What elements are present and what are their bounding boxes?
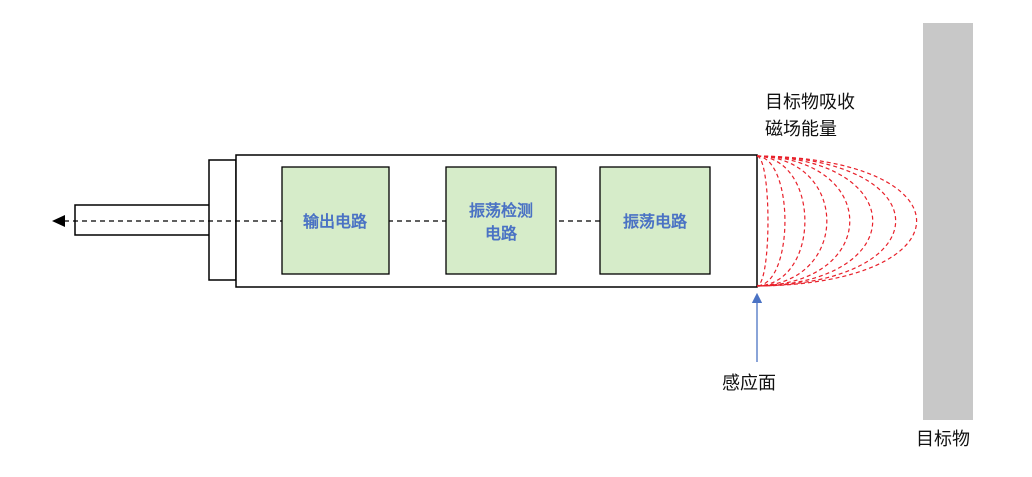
oscillation-detection-box [445, 166, 557, 275]
signal-arrowhead [52, 215, 65, 227]
field-line-1 [756, 155, 769, 287]
oscillation-detection-label-line1: 振荡检测 [469, 201, 533, 220]
field-line-8 [756, 155, 918, 287]
oscillation-circuit-block: 振荡电路 [599, 166, 711, 275]
field-line-7 [756, 155, 896, 287]
oscillation-circuit-label: 振荡电路 [623, 212, 688, 231]
output-circuit-label: 输出电路 [303, 212, 368, 231]
oscillation-circuit-box [599, 166, 711, 275]
field-line-6 [756, 155, 874, 287]
field-line-2 [756, 155, 786, 287]
rear-flange [208, 159, 237, 281]
field-line-4 [756, 155, 828, 287]
oscillation-detection-label-line2: 电路 [485, 224, 518, 243]
field-line-5 [756, 155, 851, 287]
oscillation-detection-block: 振荡检测 电路 [445, 166, 557, 275]
output-circuit-block: 输出电路 [281, 166, 390, 275]
absorb-label-line2: 磁场能量 [765, 119, 837, 140]
absorb-label-line1: 目标物吸收 [765, 92, 855, 113]
sensing-face-label: 感应面 [722, 373, 776, 394]
output-circuit-box [281, 166, 390, 275]
target-label: 目标物 [916, 429, 970, 450]
field-line-3 [756, 155, 806, 287]
magnetic-field-lines [756, 155, 918, 287]
target-plate [923, 23, 973, 420]
output-rod [74, 204, 211, 236]
